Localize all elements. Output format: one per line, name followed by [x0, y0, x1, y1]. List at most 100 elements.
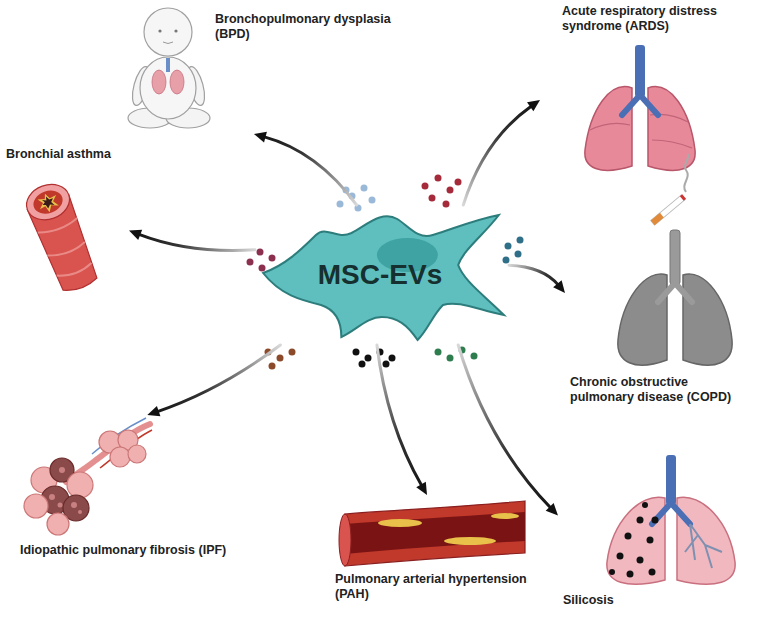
vesicle-dots-part	[505, 243, 512, 250]
curved-arrow	[463, 100, 540, 205]
vesicle-dots-part	[257, 249, 264, 256]
vesicle-dots-part	[389, 355, 396, 362]
arrow-line	[264, 137, 357, 205]
vesicle-dots-part	[455, 179, 462, 186]
lungs-ards-part	[590, 114, 692, 148]
artery	[339, 501, 525, 566]
disease-label: Pulmonary arterial hypertension (PAH)	[335, 572, 557, 602]
baby-figure-part	[140, 57, 196, 119]
vesicle-dots-part	[435, 349, 442, 356]
vesicle-dots-part	[353, 349, 360, 356]
baby-figure-part	[166, 58, 170, 72]
lungs-silicosis-part	[677, 497, 735, 584]
lungs-silicosis-part	[625, 533, 632, 540]
curved-arrow	[377, 345, 427, 495]
vesicle-dots-part	[277, 355, 284, 362]
vesicle-dots	[247, 175, 524, 370]
baby-figure-part	[174, 29, 177, 32]
lungs-ards-part	[622, 95, 658, 115]
alveoli-part	[128, 445, 146, 463]
curved-arrow	[129, 230, 255, 251]
lungs-silicosis-part	[637, 517, 644, 524]
disease-label: Acute respiratory distress syndrome (ARD…	[562, 4, 752, 34]
lungs-silicosis-part	[647, 537, 654, 544]
lungs-copd-part	[658, 283, 692, 302]
baby-figure-part	[144, 8, 192, 56]
vesicle-dots-part	[369, 197, 376, 204]
lungs-copd-part	[618, 274, 667, 365]
disease-node: Silicosis	[558, 450, 758, 618]
vesicle-dots-part	[435, 175, 442, 182]
disease-label: Chronic obstructive pulmonary disease (C…	[570, 375, 752, 405]
arrow-head	[147, 406, 160, 416]
lungs-copd-part	[683, 274, 732, 365]
disease-node: Bronchial asthma	[4, 145, 129, 295]
vesicle-dots-part	[429, 195, 436, 202]
baby-figure	[128, 8, 210, 128]
alveoli-part	[67, 472, 93, 498]
disease-label: Bronchial asthma	[6, 147, 126, 162]
lungs-silicosis-part	[627, 571, 634, 578]
arrow-head	[546, 503, 558, 515]
cell-title: MSC-EVs	[255, 260, 505, 291]
lungs-silicosis-part	[609, 569, 615, 575]
curved-arrow	[147, 345, 280, 416]
artery-part	[345, 512, 525, 554]
arrow-line	[157, 345, 281, 412]
cigarette-part	[680, 194, 686, 201]
disease-label: Idiopathic pulmonary fibrosis (IPF)	[20, 543, 255, 558]
arrow-head	[553, 280, 565, 293]
smoke	[684, 154, 688, 192]
disease-node: Pulmonary arterial hypertension (PAH)	[330, 495, 561, 617]
alveoli-part	[49, 494, 55, 500]
cigarette-part	[651, 213, 664, 225]
arrow-line	[377, 345, 422, 486]
baby-figure-part	[158, 29, 161, 32]
baby-figure-part	[152, 70, 166, 94]
vesicle-dots-part	[247, 259, 254, 266]
alveoli-part	[110, 447, 130, 467]
vesicle-dots-part	[422, 183, 429, 190]
alveoli	[24, 418, 152, 535]
alveoli-part	[47, 513, 69, 535]
lungs-silicosis	[607, 455, 735, 584]
vesicle-dots-part	[383, 361, 390, 368]
baby-figure-part	[163, 42, 173, 44]
arrow-head	[527, 100, 540, 111]
lungs-silicosis-part	[649, 569, 656, 576]
alveoli-part	[24, 494, 48, 518]
vesicle-dots-part	[517, 237, 524, 244]
artery-part	[491, 513, 519, 519]
cell-node: MSC-EVs	[255, 205, 509, 345]
lungs-silicosis-part	[607, 497, 665, 584]
artery-part	[345, 501, 525, 566]
vesicle-dots-part	[337, 201, 344, 208]
airway-tube-part	[38, 218, 95, 280]
airway-tube-part	[36, 190, 61, 215]
disease-node: Chronic obstructive pulmonary disease (C…	[565, 185, 758, 420]
airway-tube-part	[22, 179, 75, 226]
arrow-line	[458, 345, 551, 508]
alveoli-part	[59, 467, 65, 473]
vesicle-dots-part	[361, 185, 368, 192]
lungs-copd-part	[670, 230, 680, 285]
lungs-silicosis-part	[637, 557, 644, 564]
vesicle-dots-part	[259, 265, 266, 272]
disease-node: Acute respiratory distress syndrome (ARD…	[540, 2, 755, 180]
disease-label: Bronchopulmonary dysplasia (BPD)	[215, 12, 423, 42]
baby-figure-part	[170, 70, 184, 94]
vesicle-dots-part	[365, 355, 372, 362]
cigarette	[651, 194, 686, 225]
alveoli-part	[58, 503, 63, 508]
arrow-head	[129, 230, 142, 240]
lungs-silicosis-part	[666, 455, 676, 505]
vesicle-dots-part	[443, 201, 450, 208]
alveoli-part	[78, 510, 82, 514]
vesicle-dots-part	[503, 257, 510, 264]
disease-label: Silicosis	[563, 593, 653, 608]
disease-node: Idiopathic pulmonary fibrosis (IPF)	[15, 415, 260, 590]
vesicle-dots-part	[359, 361, 366, 368]
cigarette-part	[651, 195, 685, 225]
vesicle-dots-part	[289, 349, 296, 356]
